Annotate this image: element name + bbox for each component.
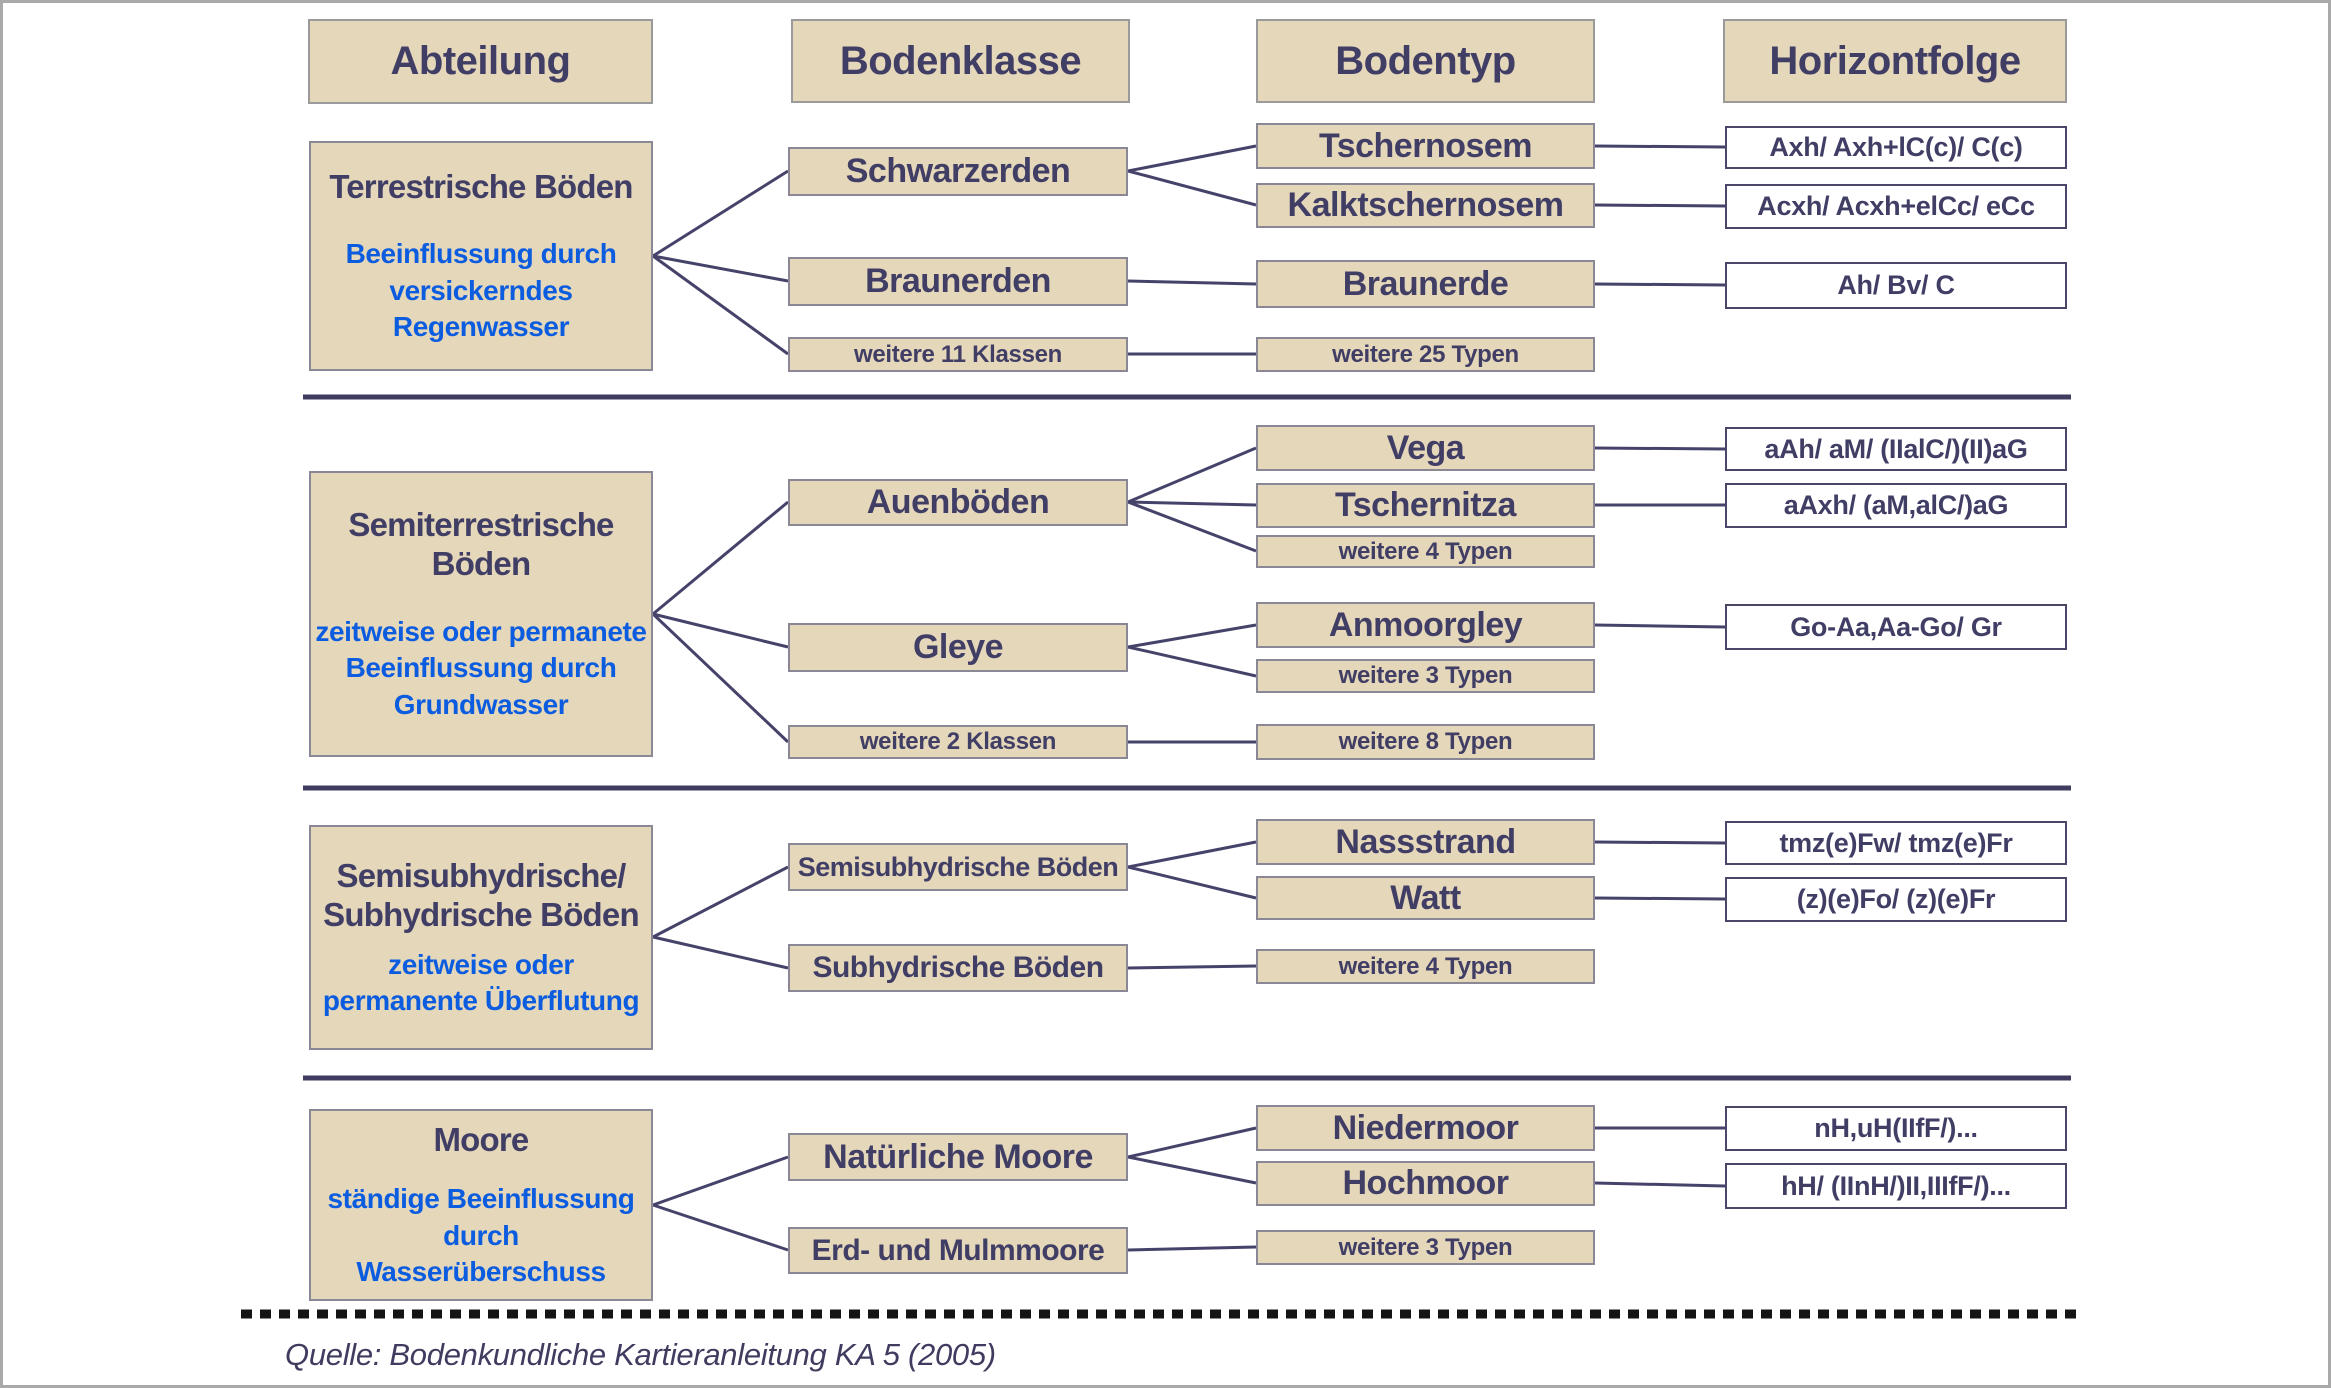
connectors-subhydrische	[652, 840, 1726, 970]
horizont-box-vega: aAh/ aM/ (IIalC/)(II)aG	[1725, 427, 2067, 471]
horizont-box-nassstrand: tmz(e)Fw/ tmz(e)Fr	[1725, 821, 2067, 865]
klasse-box-braunerden: Braunerden	[788, 257, 1128, 306]
horizont-box-kalktschernosem: Acxh/ Acxh+elCc/ eCc	[1725, 184, 2067, 229]
abteilung-title: Moore	[433, 1120, 529, 1158]
klasse-box-semisubhydrische-boeden: Semisubhydrische Böden	[788, 843, 1128, 891]
source-caption: Quelle: Bodenkundliche Kartieranleitung …	[285, 1337, 996, 1372]
abteilung-subtitle: ständige Beeinflussung durch Wasserübers…	[327, 1183, 635, 1287]
typ-box-niedermoor: Niedermoor	[1256, 1105, 1595, 1151]
connector-lines-svg	[241, 144, 2081, 1319]
column-header-bodenklasse: Bodenklasse	[791, 19, 1130, 103]
column-header-horizontfolge: Horizontfolge	[1723, 19, 2067, 103]
typ-box-watt: Watt	[1256, 876, 1595, 920]
typ-box-kalktschernosem: Kalktschernosem	[1256, 183, 1595, 228]
klasse-box-gleye: Gleye	[788, 623, 1128, 672]
typ-box-hochmoor: Hochmoor	[1256, 1161, 1595, 1206]
horizont-box-anmoorgley: Go-Aa,Aa-Go/ Gr	[1725, 604, 2067, 650]
klasse-box-natuerliche-moore: Natürliche Moore	[788, 1133, 1128, 1181]
typ-box-tschernitza: Tschernitza	[1256, 483, 1595, 528]
abteilung-subtitle: zeitweise oder permanete Beeinflussung d…	[315, 616, 647, 720]
connectors-semiterrestrische	[651, 446, 1726, 744]
typ-box-weitere-4-typen-sub: weitere 4 Typen	[1256, 949, 1595, 984]
typ-box-weitere-3-typen: weitere 3 Typen	[1256, 659, 1595, 693]
horizont-box-hochmoor: hH/ (IInH/)II,IIIfF/)...	[1725, 1163, 2067, 1209]
typ-box-weitere-25-typen: weitere 25 Typen	[1256, 337, 1595, 372]
abteilung-title: Terrestrische Böden	[329, 167, 633, 205]
connectors-terrestrische	[652, 144, 1726, 356]
abteilung-box-moore: Moore ständige Beeinflussung durch Wasse…	[309, 1109, 653, 1301]
abteilung-box-subhydrische: Semisubhydrische/ Subhydrische Böden zei…	[309, 825, 653, 1050]
horizont-box-tschernosem: Axh/ Axh+lC(c)/ C(c)	[1725, 126, 2067, 169]
horizont-box-tschernitza: aAxh/ (aM,alC/)aG	[1725, 483, 2067, 528]
typ-box-vega: Vega	[1256, 425, 1595, 471]
horizont-box-braunerde: Ah/ Bv/ C	[1725, 262, 2067, 309]
klasse-box-weitere-2-klassen: weitere 2 Klassen	[788, 725, 1128, 759]
typ-box-anmoorgley: Anmoorgley	[1256, 602, 1595, 648]
horizont-box-niedermoor: nH,uH(IIfF/)...	[1725, 1106, 2067, 1151]
abteilung-box-semiterrestrische: Semiterrestrische Böden zeitweise oder p…	[309, 471, 653, 757]
klasse-box-schwarzerden: Schwarzerden	[788, 147, 1128, 196]
typ-box-weitere-4-typen: weitere 4 Typen	[1256, 535, 1595, 568]
abteilung-title: Semisubhydrische/ Subhydrische Böden	[323, 856, 639, 934]
klasse-box-weitere-11-klassen: weitere 11 Klassen	[788, 337, 1128, 372]
section-separator-lines	[303, 394, 2071, 1081]
klasse-box-erd-und-mulmmoore: Erd- und Mulmmoore	[788, 1227, 1128, 1274]
typ-box-weitere-3-typen-moore: weitere 3 Typen	[1256, 1230, 1595, 1265]
connectors-moore	[652, 1126, 1726, 1252]
column-header-abteilung: Abteilung	[308, 19, 653, 104]
klasse-box-subhydrische-boeden: Subhydrische Böden	[788, 944, 1128, 992]
klasse-box-auenboeden: Auenböden	[788, 479, 1128, 526]
typ-box-tschernosem: Tschernosem	[1256, 123, 1595, 169]
abteilung-subtitle: Beeinflussung durch versickerndes Regenw…	[345, 238, 617, 342]
abteilung-title: Semiterrestrische Böden	[348, 505, 614, 583]
horizont-box-watt: (z)(e)Fo/ (z)(e)Fr	[1725, 877, 2067, 922]
typ-box-nassstrand: Nassstrand	[1256, 819, 1595, 865]
abteilung-subtitle: zeitweise oder permanente Überflutung	[322, 948, 640, 1017]
typ-box-weitere-8-typen: weitere 8 Typen	[1256, 724, 1595, 760]
typ-box-braunerde: Braunerde	[1256, 260, 1595, 308]
column-header-bodentyp: Bodentyp	[1256, 19, 1595, 103]
abteilung-box-terrestrische: Terrestrische Böden Beeinflussung durch …	[309, 141, 653, 371]
